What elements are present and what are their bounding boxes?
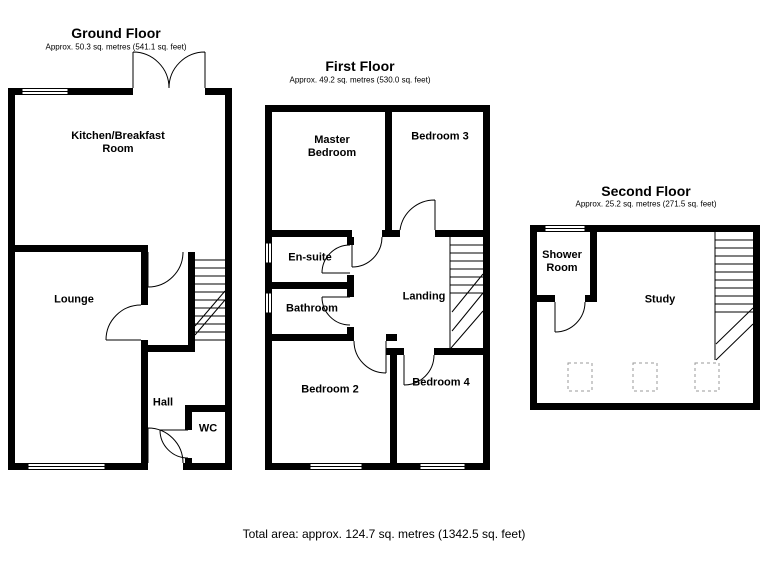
room-label-landing: Landing	[402, 290, 446, 303]
room-label-bedroom2: Bedroom 2	[301, 383, 359, 396]
ground-floor-windows	[21, 88, 106, 470]
room-label-kitchen: Kitchen/Breakfast Room	[71, 129, 165, 155]
ground-floor-doors	[105, 51, 206, 464]
room-label-ensuite: En-suite	[288, 251, 332, 264]
second-floor-area: Approx. 25.2 sq. metres (271.5 sq. feet)	[575, 199, 717, 209]
ground-floor-plan	[8, 51, 232, 470]
first-floor-title: First Floor	[325, 58, 395, 74]
room-label-bedroom3: Bedroom 3	[411, 130, 469, 143]
room-label-master-bedroom: Master Bedroom	[307, 133, 357, 159]
first-floor-plan	[265, 105, 490, 470]
first-floor-walls	[265, 105, 490, 470]
room-label-study: Study	[644, 293, 676, 306]
second-floor-walls	[530, 225, 760, 410]
ground-floor-walls	[8, 88, 232, 470]
room-label-lounge: Lounge	[54, 293, 94, 306]
room-label-bedroom4: Bedroom 4	[412, 376, 470, 389]
first-floor-doors	[321, 199, 436, 386]
ground-floor-stairs	[194, 259, 226, 341]
second-floor-doors	[554, 301, 586, 333]
room-label-shower-room: Shower Room	[542, 248, 582, 274]
ground-floor-title: Ground Floor	[71, 25, 161, 41]
second-floor-windows	[544, 225, 586, 232]
room-label-bathroom: Bathroom	[286, 302, 338, 315]
second-floor-plan	[530, 225, 760, 410]
room-label-hall: Hall	[152, 396, 174, 409]
ground-floor-area: Approx. 50.3 sq. metres (541.1 sq. feet)	[45, 42, 187, 52]
total-area-text: Total area: approx. 124.7 sq. metres (13…	[242, 527, 526, 541]
first-floor-windows	[265, 242, 466, 470]
room-label-wc: WC	[198, 422, 218, 435]
first-floor-stairs	[449, 237, 484, 349]
first-floor-area: Approx. 49.2 sq. metres (530.0 sq. feet)	[289, 75, 431, 85]
skylight-markers	[567, 362, 720, 392]
second-floor-title: Second Floor	[601, 183, 691, 199]
second-floor-stairs	[714, 232, 754, 361]
